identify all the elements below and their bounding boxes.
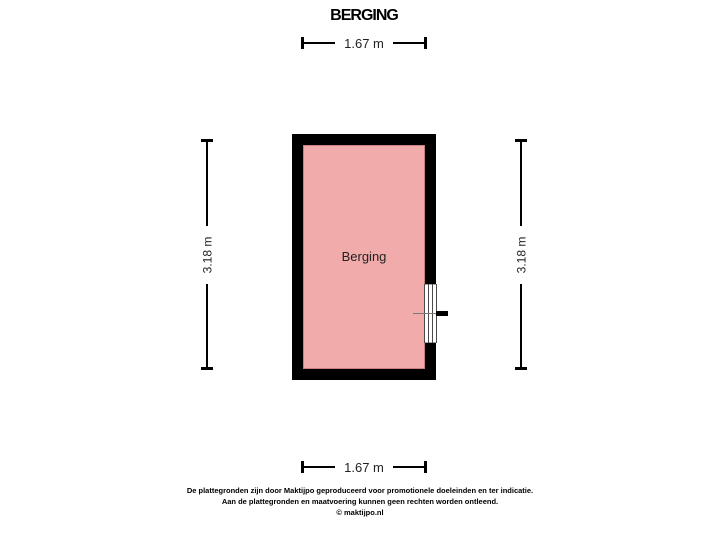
- dimension-top-tick-left: [301, 37, 304, 49]
- dimension-right-label: 3.18 m: [511, 226, 531, 284]
- footer-line-2: Aan de plattegronden en maatvoering kunn…: [221, 497, 499, 506]
- dimension-bottom-tick-right: [424, 461, 427, 473]
- dimension-right-tick-bottom: [515, 367, 527, 370]
- door-handle-line: [413, 313, 438, 314]
- dimension-top-value: 1.67 m: [344, 35, 384, 51]
- footer-line-3: © maktijpo.nl: [336, 508, 384, 517]
- dimension-left-tick-bottom: [201, 367, 213, 370]
- dimension-top-label: 1.67 m: [335, 33, 393, 53]
- room-label: Berging: [341, 249, 387, 264]
- dimension-left-value: 3.18 m: [200, 236, 214, 274]
- dimension-bottom-tick-left: [301, 461, 304, 473]
- dimension-right-value: 3.18 m: [514, 236, 528, 274]
- dimension-bottom-label: 1.67 m: [335, 457, 393, 477]
- dimension-left-label: 3.18 m: [197, 226, 217, 284]
- floorplan-title: BERGING: [330, 7, 399, 24]
- footer-line-1: De plattegronden zijn door Maktijpo gepr…: [186, 486, 534, 495]
- room-floor: [303, 145, 425, 369]
- door-handle-icon: [436, 311, 448, 316]
- dimension-left-tick-top: [201, 139, 213, 142]
- dimension-bottom-value: 1.67 m: [344, 459, 384, 475]
- footer-disclaimer: De plattegronden zijn door Maktijpo gepr…: [0, 485, 720, 518]
- dimension-right-tick-top: [515, 139, 527, 142]
- dimension-top-tick-right: [424, 37, 427, 49]
